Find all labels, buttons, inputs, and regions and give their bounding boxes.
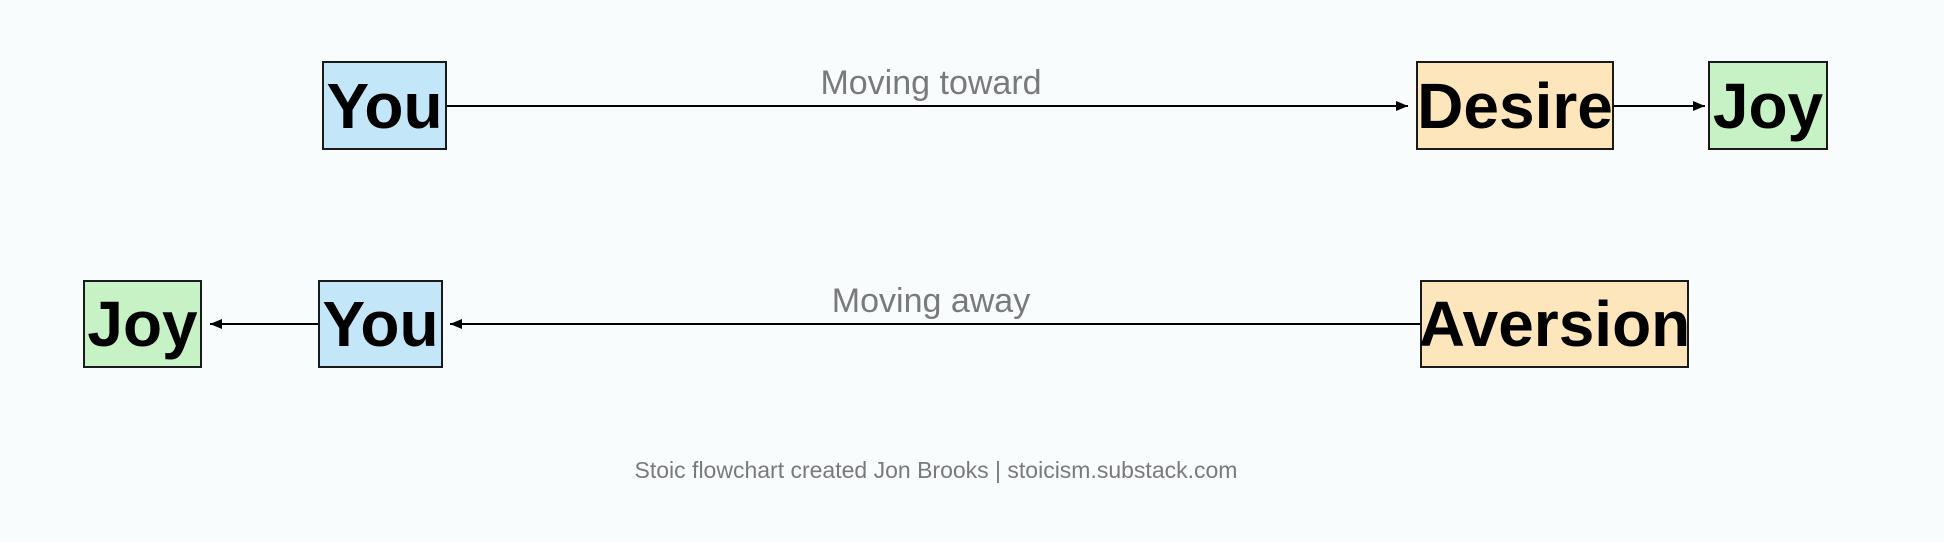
credit-line: Stoic flowchart created Jon Brooks | sto… [634, 457, 1238, 483]
edge-label-moving-toward: Moving toward [820, 64, 1042, 102]
node-joy-bottom-label: Joy [87, 288, 198, 360]
node-you-bottom-label: You [322, 288, 439, 360]
node-you-top: You [322, 61, 447, 150]
edge-label-moving-away: Moving away [831, 282, 1031, 320]
node-joy-top-label: Joy [1712, 69, 1824, 142]
node-joy-top: Joy [1708, 61, 1828, 150]
node-aversion: Aversion [1418, 280, 1691, 368]
node-joy-bottom: Joy [83, 280, 202, 368]
node-you-top-label: You [326, 69, 443, 142]
node-you-bottom: You [318, 280, 443, 368]
node-desire-label: Desire [1417, 69, 1613, 142]
node-desire: Desire [1416, 61, 1614, 150]
node-aversion-label: Aversion [1418, 288, 1691, 360]
